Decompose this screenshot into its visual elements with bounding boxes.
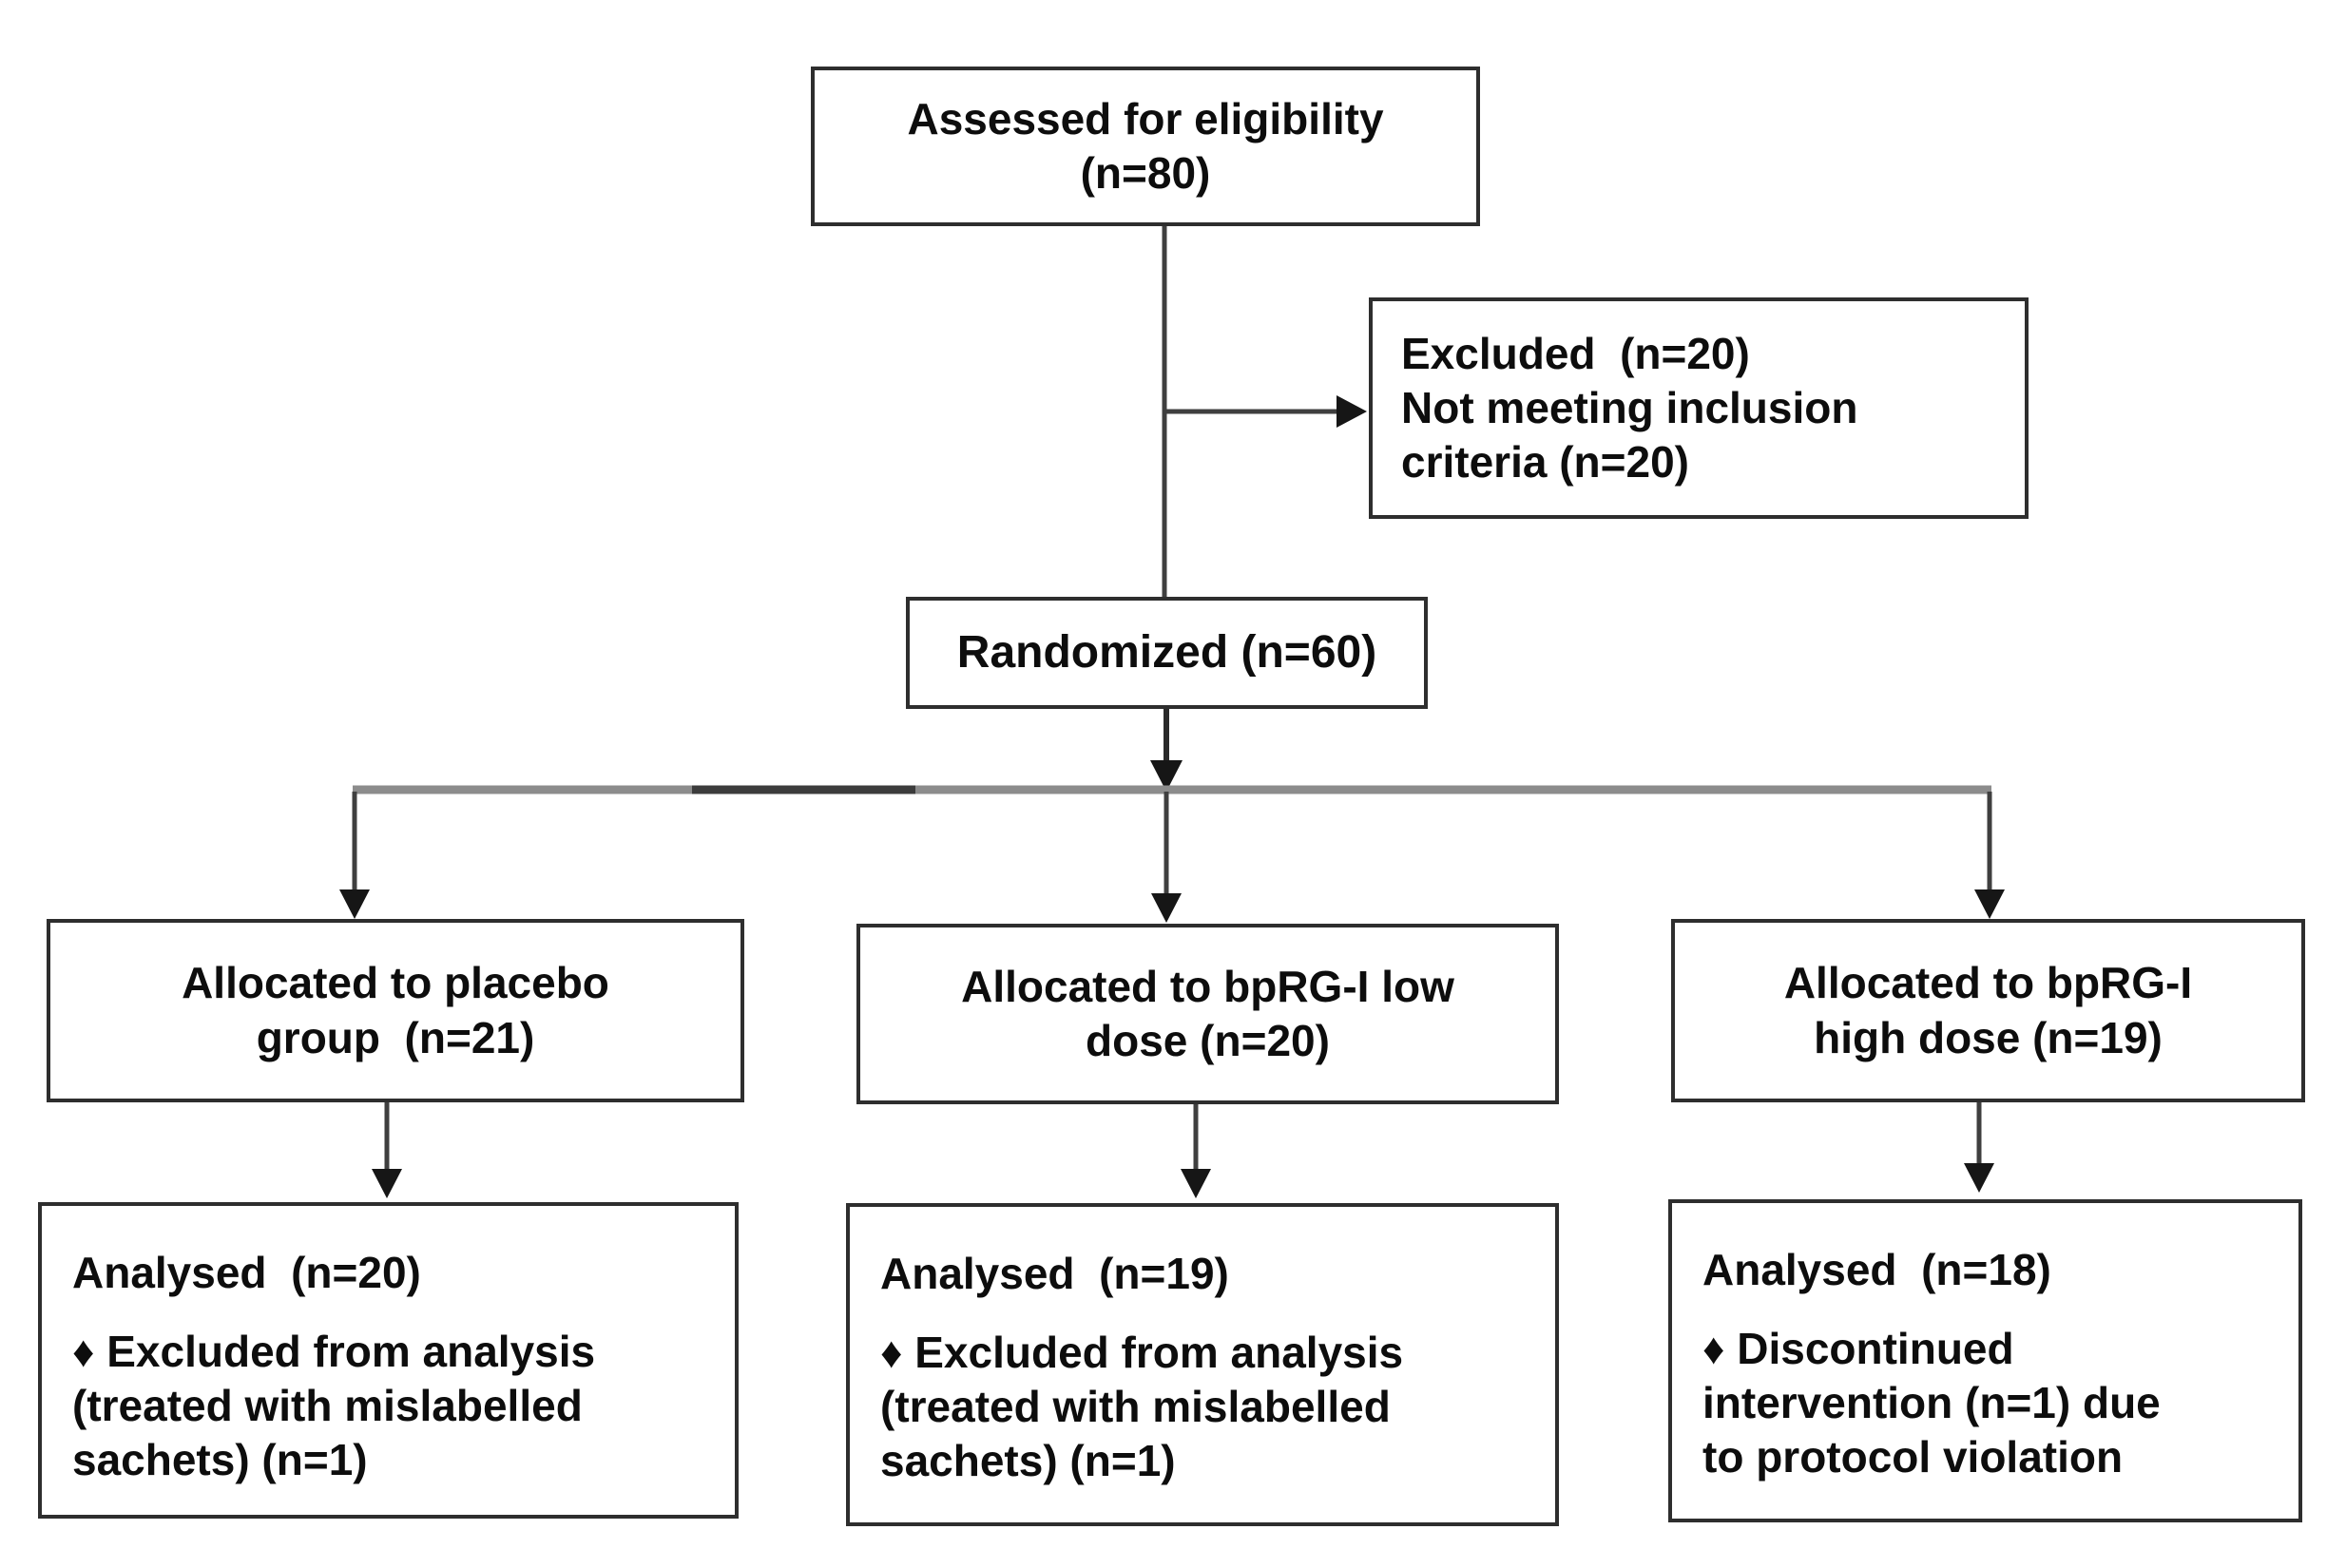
arrowhead-excluded: [1337, 395, 1367, 428]
box-text-line: Analysed (n=19): [880, 1249, 1229, 1298]
arrowhead-analysed-high-dose: [1964, 1163, 1994, 1193]
box-analysed-high-dose: Analysed (n=18) ♦ Discontinued intervent…: [1668, 1199, 2302, 1522]
box-text-line: to protocol violation: [1702, 1432, 2124, 1482]
box-allocated-high-dose: Allocated to bpRG-I high dose (n=19): [1671, 919, 2305, 1102]
box-allocated-placebo: Allocated to placebo group (n=21): [47, 919, 744, 1102]
box-text-line: Not meeting inclusion: [1401, 382, 1858, 432]
box-text-line: criteria (n=20): [1401, 437, 1689, 488]
box-excluded: Excluded (n=20) Not meeting inclusion cr…: [1369, 297, 2029, 519]
box-allocated-low-dose: Allocated to bpRG-I low dose (n=20): [856, 924, 1559, 1104]
box-text-line: (n=80): [1080, 148, 1211, 198]
arrowhead-analysed-low-dose: [1181, 1169, 1211, 1198]
arrowhead-high-dose: [1974, 889, 2005, 919]
box-bullet-line: ♦ Excluded from analysis: [880, 1328, 1404, 1378]
box-analysed-placebo: Analysed (n=20) ♦ Excluded from analysis…: [38, 1202, 739, 1519]
box-text-line: high dose (n=19): [1814, 1012, 2163, 1062]
box-bullet-line: ♦ Excluded from analysis: [72, 1327, 596, 1377]
box-text-line: intervention (n=1) due: [1702, 1378, 2161, 1428]
box-text-line: Randomized (n=60): [956, 627, 1377, 679]
box-text-line: Allocated to bpRG-I low: [961, 961, 1454, 1011]
box-text-line: (treated with mislabelled: [880, 1382, 1391, 1432]
box-text-line: Allocated to placebo: [182, 958, 609, 1008]
box-assessed-for-eligibility: Assessed for eligibility (n=80): [811, 67, 1480, 226]
arrowhead-placebo: [339, 889, 370, 919]
box-text-line: dose (n=20): [1086, 1016, 1330, 1065]
box-bullet-line: ♦ Discontinued: [1702, 1324, 2014, 1374]
arrowhead-low-dose: [1151, 893, 1182, 923]
box-text-line: sachets) (n=1): [880, 1436, 1176, 1486]
box-randomized: Randomized (n=60): [906, 597, 1428, 709]
box-text-line: Analysed (n=18): [1702, 1245, 2051, 1294]
box-text-line: group (n=21): [256, 1012, 535, 1062]
box-text-line: (treated with mislabelled: [72, 1381, 583, 1431]
arrowhead-analysed-placebo: [372, 1169, 402, 1198]
box-text-line: Allocated to bpRG-I: [1783, 958, 2193, 1008]
arrowhead-branch-point: [1150, 760, 1183, 792]
box-text-line: Analysed (n=20): [72, 1248, 421, 1297]
box-text-line: sachets) (n=1): [72, 1435, 368, 1485]
box-analysed-low-dose: Analysed (n=19) ♦ Excluded from analysis…: [846, 1203, 1559, 1526]
box-text-line: Excluded (n=20): [1401, 328, 1750, 378]
box-text-line: Assessed for eligibility: [907, 93, 1384, 143]
